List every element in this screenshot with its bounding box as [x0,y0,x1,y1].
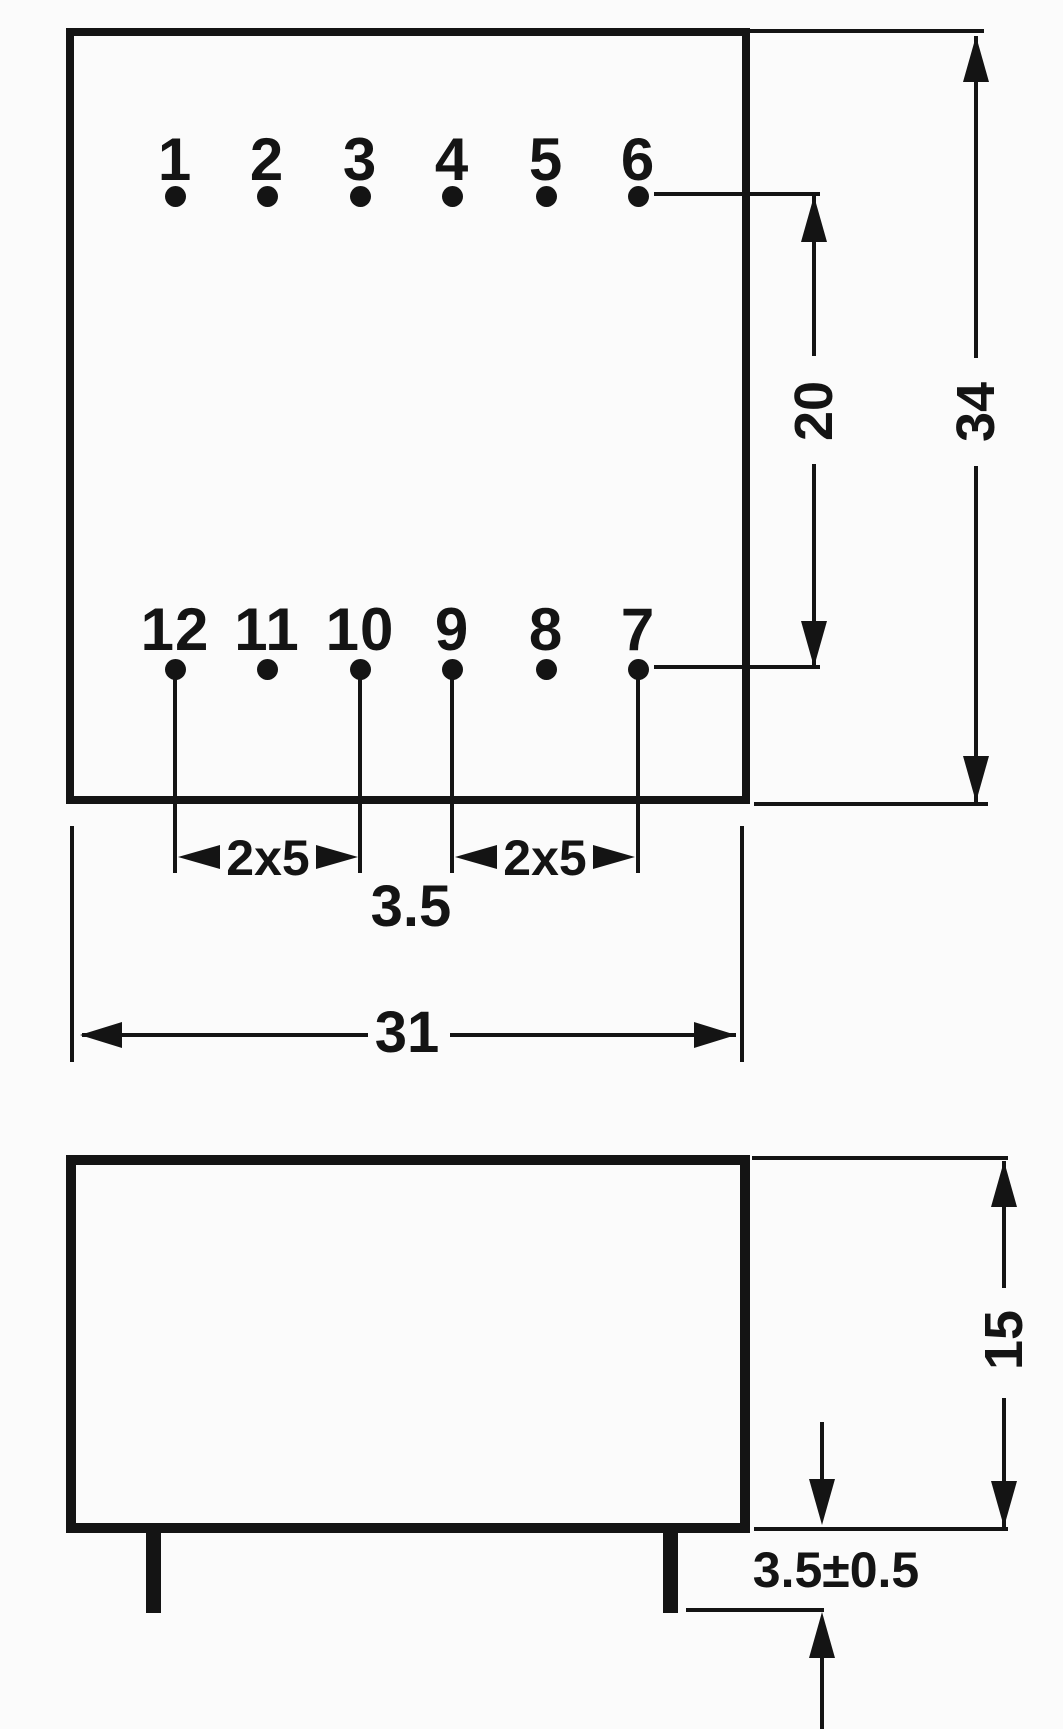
dim-34-line-lower [974,466,978,802]
side-view-pin-left [146,1525,161,1613]
pin-dot-12 [164,658,186,680]
dim-15-label: 15 [974,1309,1034,1371]
dim-20-arrow-down-icon [801,621,827,667]
pin-dot-9 [441,658,463,680]
dim-20-label: 20 [784,380,844,442]
dim-15-line-lower [1002,1398,1006,1527]
dim-2x5-left-label: 2x5 [226,830,310,886]
pin-label-6: 6 [620,126,656,193]
dim-pin-length-arrow-up-icon [809,1612,835,1658]
side-view-body-outline [66,1155,750,1533]
dim-34-line-upper [974,36,978,358]
dim-3-5-label: 3.5 [370,874,452,939]
pin-label-12: 12 [140,596,210,663]
pin-stem-7 [636,679,640,873]
extension-line-width-left [70,826,74,1062]
pin-dot-7 [627,658,649,680]
pin-dot-2 [256,185,278,207]
pin-dot-1 [164,185,186,207]
pin-stem-12 [173,679,177,873]
dim-34-arrow-down-icon [963,756,989,802]
pin-label-1: 1 [157,126,193,193]
dim-34-arrow-up-icon [963,36,989,82]
dim-pin-length-arrow-down-icon [809,1479,835,1525]
side-view-pin-right [663,1525,678,1613]
pin-label-4: 4 [434,126,470,193]
dim-pin-length-arrow-down-line [820,1422,824,1485]
extension-line-pin-tip [686,1608,824,1612]
extension-line-side-top [752,1156,1008,1160]
extension-line-body-top [750,29,984,33]
pin-label-9: 9 [434,596,470,663]
pin-dot-6 [627,185,649,207]
extension-line-body-bottom [754,802,988,806]
pin-dot-5 [535,185,557,207]
pin-label-11: 11 [234,596,300,663]
dim-2x5-left-arrow-right-icon [316,845,358,869]
pin-label-5: 5 [528,126,564,193]
pin-stem-9 [450,679,454,873]
dim-15-arrow-down-icon [991,1481,1017,1527]
dim-31-label: 31 [374,1000,440,1065]
top-view-body-outline [66,28,750,804]
pin-stem-10 [358,679,362,873]
pin-label-7: 7 [620,596,656,663]
pin-label-3: 3 [342,126,378,193]
dim-31-line-right [450,1033,736,1037]
extension-line-pin6 [654,192,820,196]
extension-line-width-right [740,826,744,1062]
pin-dot-4 [441,185,463,207]
dim-31-line-left [82,1033,368,1037]
pin-dot-10 [349,658,371,680]
dim-pin-length-label: 3.5±0.5 [752,1542,920,1598]
pin-dot-3 [349,185,371,207]
dim-34-label: 34 [946,381,1006,443]
dim-2x5-left-arrow-left-icon [178,845,220,869]
dim-20-line-upper [812,196,816,356]
pin-label-10: 10 [325,596,395,663]
dim-15-line-upper [1002,1161,1006,1288]
dim-31-arrow-right-icon [694,1022,736,1048]
dim-31-arrow-left-icon [80,1022,122,1048]
extension-line-pin7 [654,665,820,669]
dim-20-line-lower [812,464,816,667]
pin-label-2: 2 [249,126,285,193]
dim-15-arrow-up-icon [991,1161,1017,1207]
dim-20-arrow-up-icon [801,196,827,242]
extension-line-side-bottom [754,1527,1008,1531]
pin-dot-8 [535,658,557,680]
dim-2x5-right-arrow-left-icon [455,845,497,869]
dim-2x5-right-arrow-right-icon [593,845,635,869]
pin-label-8: 8 [528,596,564,663]
pin-dot-11 [256,658,278,680]
dim-2x5-right-label: 2x5 [503,830,587,886]
dim-pin-length-arrow-up-line [820,1652,824,1729]
